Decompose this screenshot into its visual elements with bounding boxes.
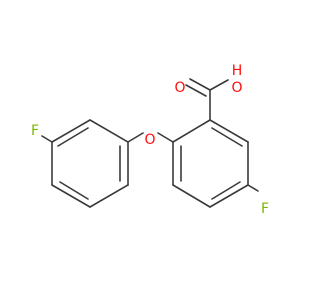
bond-c-oh bbox=[209, 79, 229, 91]
atom-o-carbonyl: O bbox=[174, 80, 185, 96]
bond-ring-b-1 bbox=[89, 119, 129, 143]
atom-f-right: F bbox=[261, 201, 269, 217]
bond-ring-b-double-2 bbox=[59, 181, 89, 200]
bond-ring-a-double-2 bbox=[211, 181, 241, 200]
fluorine-left-group: F bbox=[31, 123, 53, 143]
atom-f-left: F bbox=[31, 123, 39, 139]
benzoic-acid-ring bbox=[172, 119, 249, 208]
bond-ring-a-o bbox=[157, 132, 174, 143]
bond-ring-a-1 bbox=[209, 119, 249, 143]
bond-c-f-left bbox=[41, 135, 53, 143]
molecule-structure: O O H F O F bbox=[31, 63, 269, 217]
fluorine-right-group: F bbox=[247, 184, 269, 217]
bond-c-o-double-1 bbox=[189, 78, 211, 91]
bond-c-o-double-2 bbox=[185, 84, 207, 97]
atom-h-hydroxyl: H bbox=[232, 63, 243, 79]
bond-c-f-right bbox=[247, 184, 259, 192]
atom-o-ether: O bbox=[144, 132, 155, 148]
bond-ring-a-3 bbox=[209, 184, 249, 208]
bond-ring-b-2 bbox=[51, 119, 91, 143]
bond-ring-b-4 bbox=[51, 184, 91, 208]
bond-ring-b-5 bbox=[89, 184, 129, 208]
bond-o-ring-b bbox=[127, 132, 144, 143]
bond-ring-a-double-1 bbox=[211, 127, 243, 147]
atom-o-hydroxyl: O bbox=[231, 80, 242, 96]
carboxylic-acid-group: O O H bbox=[174, 63, 243, 121]
bond-ring-a-6 bbox=[172, 119, 211, 143]
ether-linkage: O bbox=[127, 132, 174, 148]
bond-ring-a-4 bbox=[172, 184, 211, 208]
fluorophenyl-ring bbox=[51, 119, 129, 208]
bond-ring-b-double-1 bbox=[57, 127, 89, 147]
